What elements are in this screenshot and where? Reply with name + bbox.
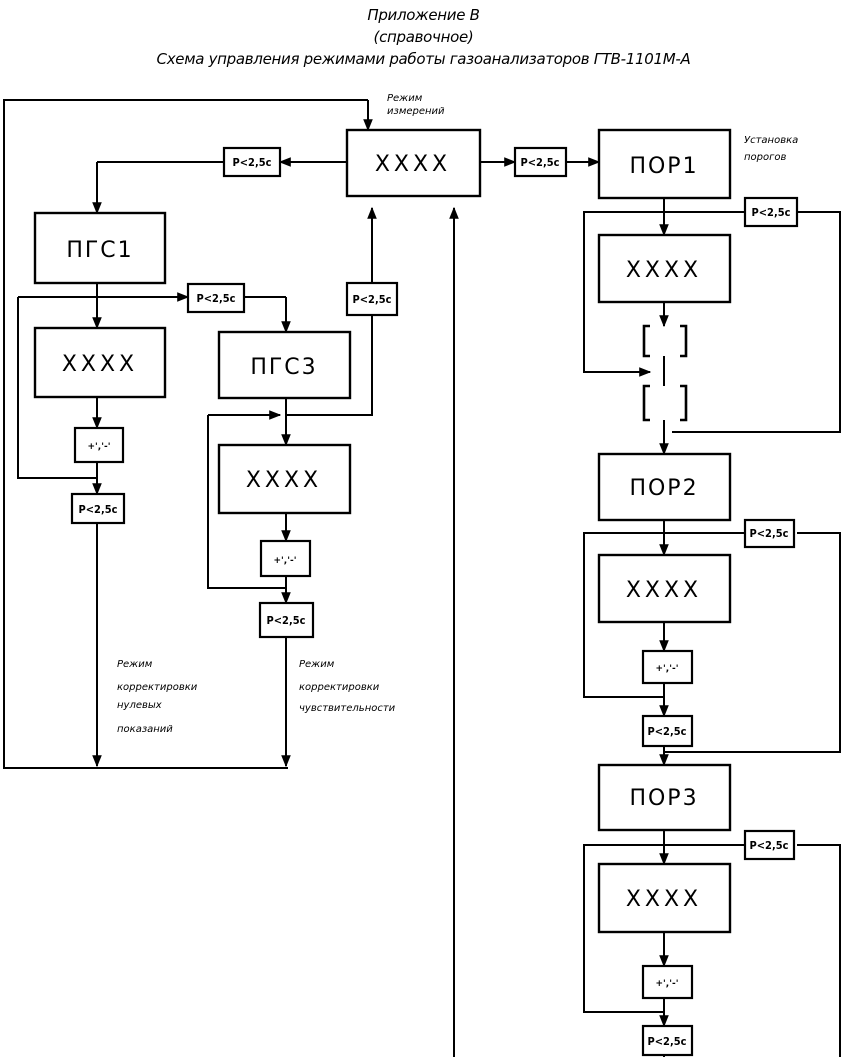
- p-button-main-right: P<2,5c: [513, 146, 568, 178]
- measure-mode-l2: измерений: [387, 106, 445, 117]
- threshold-setup-label: Установка порогов: [744, 135, 798, 163]
- threshold-setup-l2: порогов: [744, 152, 786, 163]
- pgs1-text: ПГС1: [66, 238, 133, 263]
- por3-plus-minus-text: +','-': [656, 979, 679, 989]
- por3-display-text: XXXX: [626, 887, 702, 912]
- por2-plus-minus-text: +','-': [656, 664, 679, 674]
- p-button-main-right-text: P<2,5c: [521, 156, 560, 169]
- p-button-por1-partial: [642, 384, 688, 422]
- por3-display-block: XXXX: [597, 862, 732, 934]
- pgs3-block: ПГС3: [217, 330, 352, 400]
- threshold-setup-l1: Установка: [744, 135, 798, 146]
- scheme-title: Схема управления режимами работы газоана…: [156, 50, 691, 68]
- sens-mode-l3: чувствительности: [299, 703, 396, 714]
- p-button-main-left: P<2,5c: [222, 146, 282, 178]
- p-button-pgs3-return: P<2,5c: [345, 281, 399, 317]
- pgs3-text: ПГС3: [250, 355, 317, 380]
- p-button-pgs1-to-pgs3-text: P<2,5c: [197, 292, 236, 305]
- zero-mode-l1: Режим: [117, 659, 153, 670]
- appendix-subtitle: (справочное): [373, 28, 474, 46]
- p-button-por2-exit-text: P<2,5c: [648, 725, 687, 738]
- main-display-text: XXXX: [375, 152, 451, 177]
- por1-plus-minus-buttons-partial: [642, 324, 688, 358]
- p-button-pgs1-exit: P<2,5c: [70, 492, 126, 525]
- p-button-pgs1-to-pgs3: P<2,5c: [186, 282, 246, 314]
- por1-display-block: XXXX: [597, 233, 732, 304]
- por2-plus-minus-buttons: +','-': [641, 649, 694, 685]
- zero-mode-l2: корректировки: [117, 682, 198, 693]
- sens-mode-l2: корректировки: [299, 682, 380, 693]
- por2-display-text: XXXX: [626, 578, 702, 603]
- appendix-title: Приложение В: [367, 6, 480, 24]
- pgs3-plus-minus-buttons: +','-': [259, 539, 312, 578]
- sensitivity-correction-mode-label: Режим корректировки чувствительности: [299, 659, 396, 714]
- p-button-por2-skip: P<2,5c: [743, 518, 796, 549]
- por1-text: ПОР1: [629, 154, 698, 179]
- p-button-pgs3-exit-text: P<2,5c: [267, 614, 306, 627]
- p-button-por1-skip: P<2,5c: [743, 196, 799, 228]
- por1-display-text: XXXX: [626, 258, 702, 283]
- pgs3-display-text: XXXX: [246, 468, 322, 493]
- por1-block: ПОР1: [597, 128, 732, 200]
- por3-plus-minus-buttons: +','-': [641, 964, 694, 1000]
- p-button-pgs3-exit: P<2,5c: [258, 601, 315, 639]
- p-button-por3-skip: P<2,5c: [743, 829, 796, 861]
- pgs1-plus-minus-buttons: +','-': [73, 426, 125, 464]
- measure-mode-l1: Режим: [387, 93, 423, 104]
- por3-block: ПОР3: [597, 763, 732, 832]
- main-display-block: XXXX: [345, 128, 482, 198]
- por2-display-block: XXXX: [597, 553, 732, 624]
- p-button-por2-exit: P<2,5c: [641, 714, 694, 748]
- por2-text: ПОР2: [629, 476, 698, 501]
- por2-block: ПОР2: [597, 452, 732, 522]
- zero-mode-l3: нулевых: [117, 700, 162, 711]
- connection-lines: Режим измерений: [3, 93, 841, 1057]
- p-button-por3-exit-text: P<2,5c: [648, 1035, 687, 1048]
- zero-correction-mode-label: Режим корректировки нулевых показаний: [117, 659, 198, 735]
- pgs1-block: ПГС1: [33, 211, 167, 285]
- p-button-por2-skip-text: P<2,5c: [750, 527, 789, 540]
- p-button-por1-skip-text: P<2,5c: [752, 206, 791, 219]
- zero-mode-l4: показаний: [117, 724, 173, 735]
- p-button-por3-skip-text: P<2,5c: [750, 839, 789, 852]
- sens-mode-l1: Режим: [299, 659, 335, 670]
- p-button-pgs3-return-text: P<2,5c: [353, 293, 392, 306]
- p-button-main-left-text: P<2,5c: [233, 156, 272, 169]
- pgs1-display-text: XXXX: [62, 352, 138, 377]
- p-button-pgs1-exit-text: P<2,5c: [79, 503, 118, 516]
- pgs1-plus-minus-text: +','-': [88, 442, 111, 452]
- pgs3-plus-minus-text: +','-': [274, 556, 297, 566]
- pgs3-display-block: XXXX: [217, 443, 352, 515]
- p-button-por3-exit: P<2,5c: [641, 1024, 694, 1057]
- pgs1-display-block: XXXX: [33, 326, 167, 399]
- por3-text: ПОР3: [629, 786, 698, 811]
